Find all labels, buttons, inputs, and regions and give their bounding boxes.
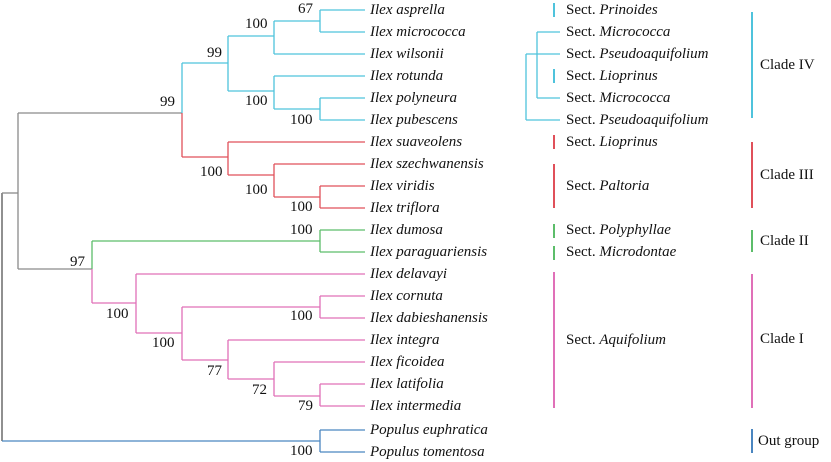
section-bar — [553, 224, 555, 238]
section-prefix: Sect. — [566, 46, 596, 62]
section-bar — [553, 69, 555, 83]
section-prefix: Sect. — [566, 332, 596, 348]
section-prefix: Sect. — [566, 134, 596, 150]
bootstrap-value: 100 — [245, 182, 268, 198]
taxon-label: Ilex ficoidea — [370, 354, 445, 370]
section-name: Prinoides — [599, 2, 658, 18]
taxon-label: Ilex dabieshanensis — [370, 310, 488, 326]
section-label: Sect. Lioprinus — [566, 67, 658, 85]
clade-bar — [751, 429, 753, 453]
bootstrap-value: 97 — [70, 254, 85, 270]
bootstrap-value: 72 — [252, 382, 267, 398]
section-prefix: Sect. — [566, 244, 596, 260]
clade-bar — [751, 274, 753, 408]
section-name: Aquifolium — [599, 332, 666, 348]
section-label: Sect. Micrococca — [566, 89, 670, 107]
section-prefix: Sect. — [566, 24, 596, 40]
taxon-label: Ilex suaveolens — [370, 134, 463, 150]
section-name: Paltoria — [599, 178, 650, 194]
clade-label: Clade III — [760, 167, 814, 183]
section-label: Sect. Prinoides — [566, 1, 658, 19]
taxon-label: Ilex micrococca — [370, 24, 466, 40]
taxon-label: Ilex cornuta — [370, 288, 443, 304]
taxon-label: Ilex paraguariensis — [370, 244, 488, 260]
bootstrap-value: 99 — [207, 45, 222, 61]
bootstrap-value: 77 — [207, 363, 222, 379]
section-name: Lioprinus — [599, 134, 658, 150]
bootstrap-value: 100 — [290, 199, 313, 215]
bootstrap-value: 100 — [152, 335, 175, 351]
section-prefix: Sect. — [566, 112, 596, 128]
section-prefix: Sect. — [566, 178, 596, 194]
bootstrap-value: 67 — [298, 1, 313, 17]
clade-bar — [751, 230, 753, 252]
section-label: Sect. Pseudoaquifolium — [566, 111, 709, 129]
clade-bar — [751, 12, 753, 118]
section-name: Polyphyllae — [599, 222, 671, 238]
section-label: Sect. Pseudoaquifolium — [566, 45, 709, 63]
section-name: Microdontae — [599, 244, 677, 260]
section-bar — [553, 3, 555, 17]
bootstrap-value: 100 — [290, 222, 313, 238]
bootstrap-value: 100 — [290, 112, 313, 128]
clade-label: Clade II — [760, 233, 809, 249]
taxon-label: Ilex triflora — [370, 200, 440, 216]
taxon-label: Ilex integra — [370, 332, 440, 348]
bootstrap-value: 100 — [245, 93, 268, 109]
taxon-label: Ilex intermedia — [370, 398, 462, 414]
taxon-label: Ilex wilsonii — [370, 46, 444, 62]
section-label: Sect. Aquifolium — [566, 331, 666, 349]
section-name: Micrococca — [599, 24, 671, 40]
taxon-label: Ilex polyneura — [370, 90, 458, 106]
section-label: Sect. Microdontae — [566, 243, 676, 261]
clade-label: Out group — [758, 433, 820, 449]
section-prefix: Sect. — [566, 222, 596, 238]
section-name: Lioprinus — [599, 68, 658, 84]
bootstrap-value: 99 — [160, 94, 175, 110]
bootstrap-value: 79 — [298, 398, 313, 414]
clade-label: Clade IV — [760, 57, 815, 73]
clade-bar — [751, 142, 753, 208]
section-bar — [553, 164, 555, 208]
clade-label: Clade I — [760, 331, 804, 347]
bootstrap-value: 100 — [290, 308, 313, 324]
section-name: Pseudoaquifolium — [599, 46, 709, 62]
taxon-label: Ilex szechwanensis — [370, 156, 484, 172]
taxon-label: Ilex rotunda — [370, 68, 444, 84]
section-label: Sect. Micrococca — [566, 23, 670, 41]
taxon-label: Ilex asprella — [370, 2, 445, 18]
taxon-label: Ilex delavayi — [370, 266, 448, 282]
section-name: Pseudoaquifolium — [599, 112, 709, 128]
section-name: Micrococca — [599, 90, 671, 106]
taxon-label: Populus tomentosa — [370, 444, 485, 460]
taxon-label: Ilex pubescens — [370, 112, 458, 128]
bootstrap-value: 100 — [290, 443, 313, 459]
section-prefix: Sect. — [566, 90, 596, 106]
taxon-label: Ilex latifolia — [370, 376, 444, 392]
taxon-label: Ilex dumosa — [370, 222, 443, 238]
section-bar — [553, 135, 555, 149]
section-label: Sect. Lioprinus — [566, 133, 658, 151]
taxon-label: Ilex viridis — [370, 178, 435, 194]
bootstrap-value: 100 — [200, 164, 223, 180]
section-prefix: Sect. — [566, 68, 596, 84]
section-bar — [553, 246, 555, 260]
taxon-label: Populus euphratica — [370, 422, 488, 438]
section-prefix: Sect. — [566, 2, 596, 18]
section-label: Sect. Polyphyllae — [566, 221, 671, 239]
section-label: Sect. Paltoria — [566, 177, 649, 195]
section-bar — [553, 272, 555, 408]
bootstrap-value: 100 — [245, 16, 268, 32]
bootstrap-value: 100 — [106, 306, 129, 322]
